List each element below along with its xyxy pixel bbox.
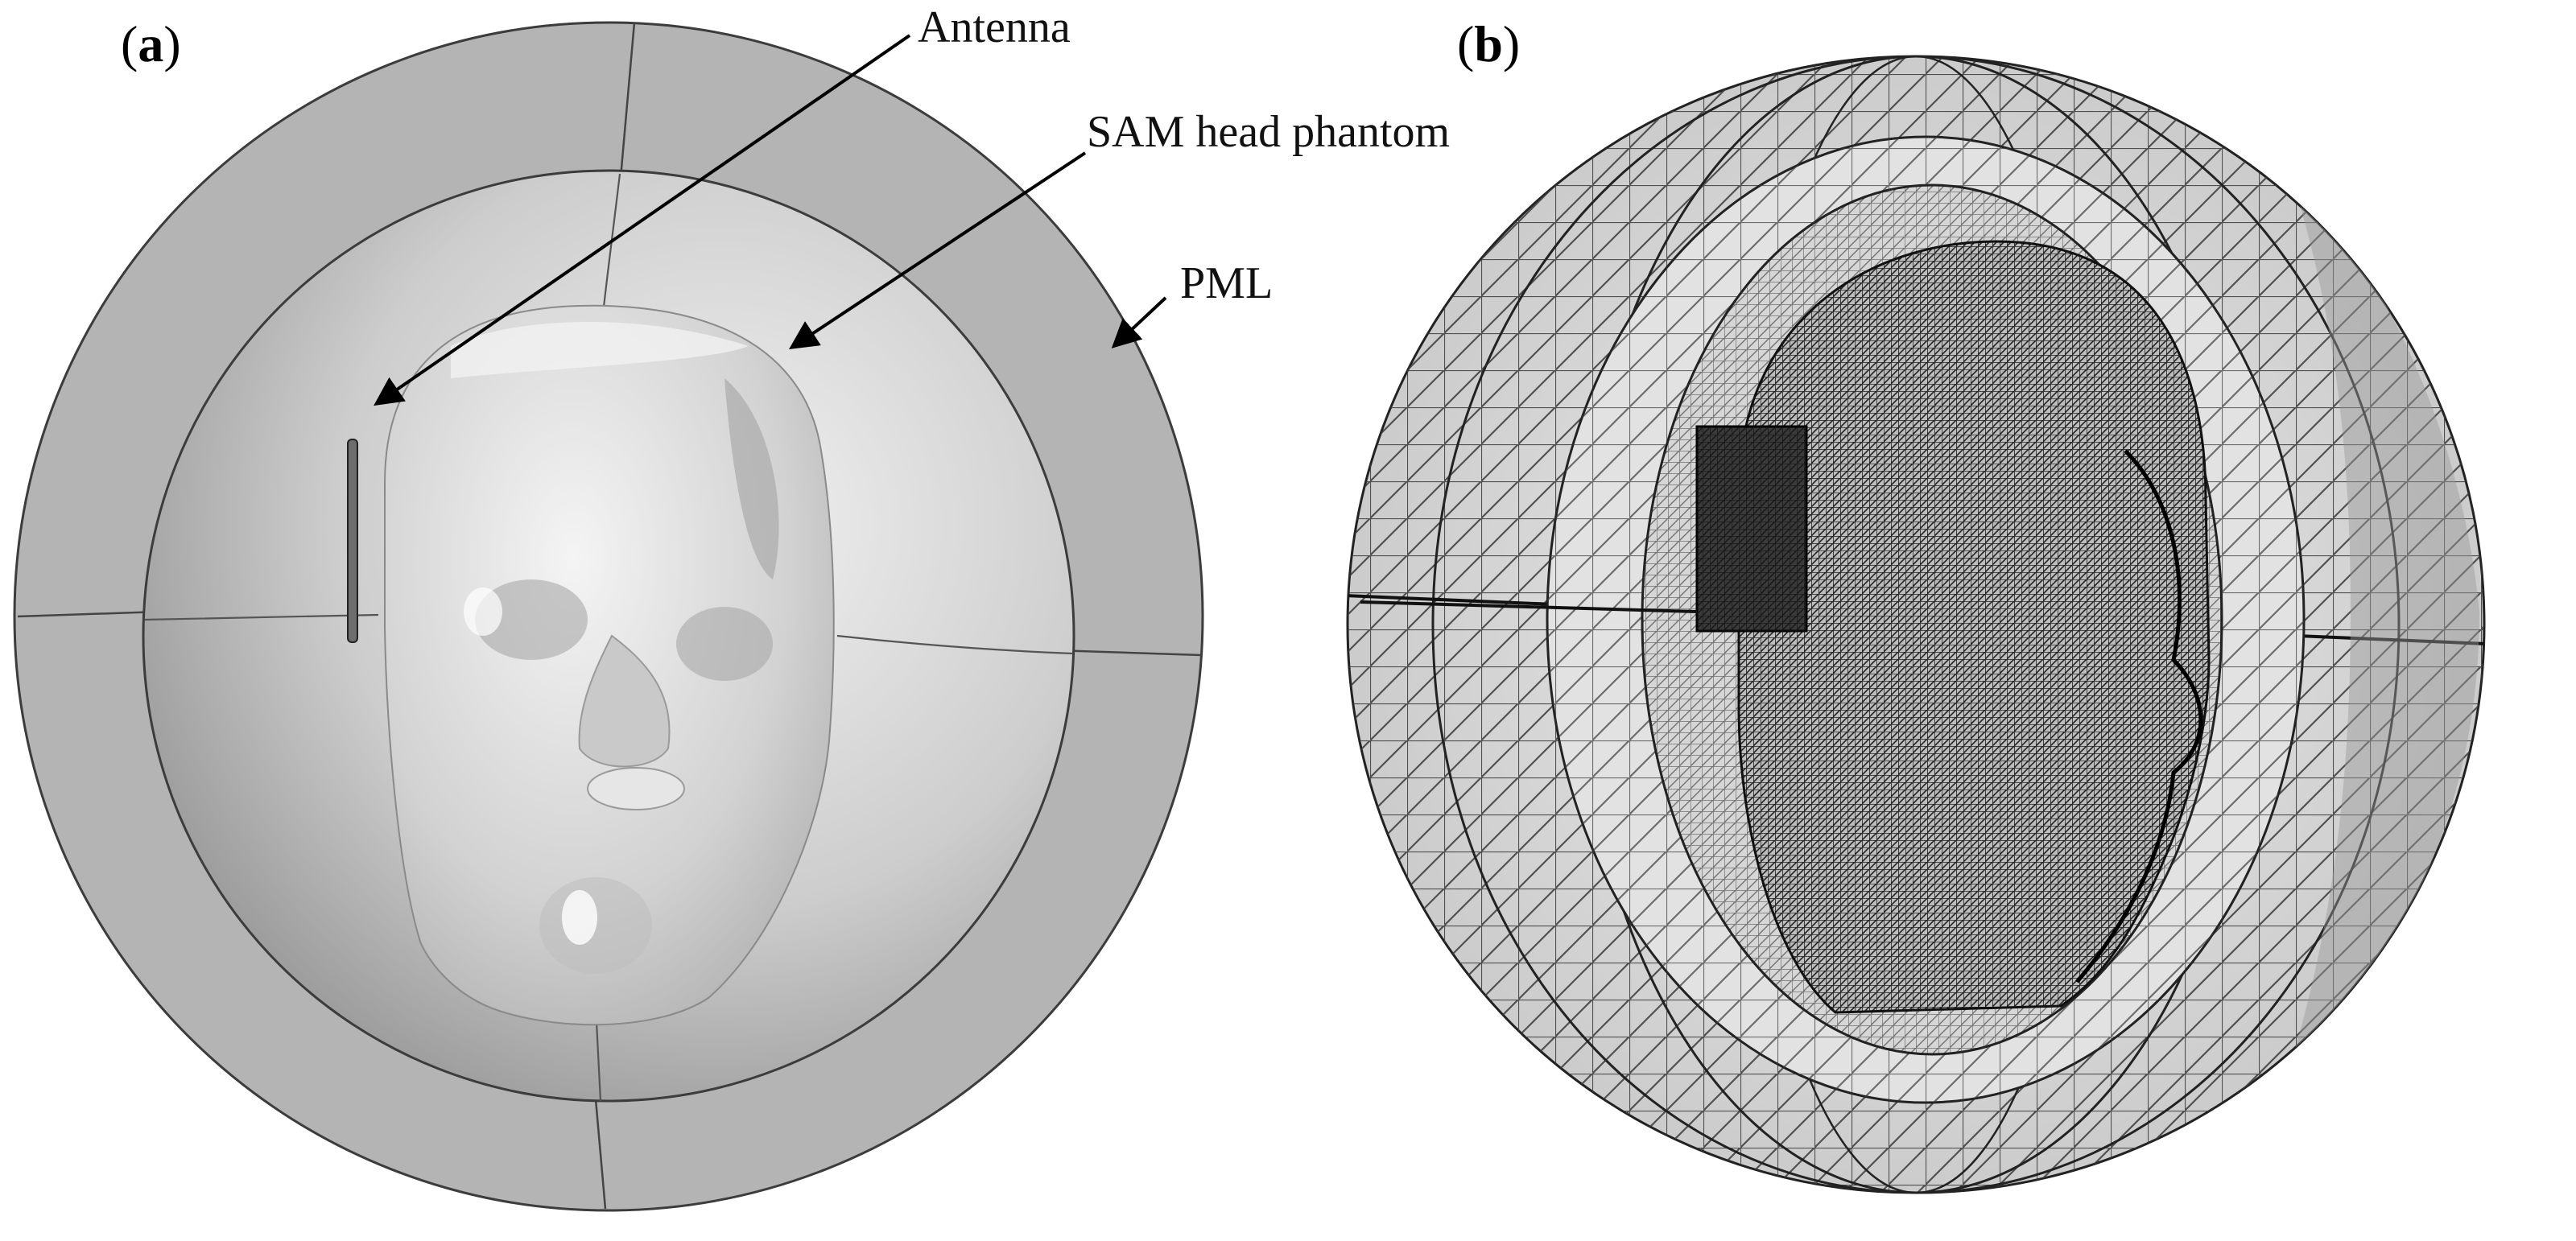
shell-seam <box>1054 649 1202 657</box>
panel-b: (b) <box>1346 15 2486 1194</box>
sam-head-phantom-label: SAM head phantom <box>1087 107 1450 157</box>
inner-seam <box>836 634 1073 655</box>
pml-label: PML <box>1180 258 1273 308</box>
antenna-label: Antenna <box>918 2 1071 52</box>
panel-a-label-letter: a <box>138 15 163 72</box>
antenna-arrow <box>374 34 911 406</box>
panel-a-label: (a) <box>121 15 181 72</box>
meshed-head-pattern <box>1739 241 2209 1012</box>
antenna-element <box>347 439 358 643</box>
head-cheek-highlight <box>562 890 597 945</box>
head-eye-socket <box>676 607 773 681</box>
panel-b-label: (b) <box>1457 15 1520 72</box>
antenna-feed-line <box>1360 600 1698 613</box>
head-crown-highlight <box>451 321 749 378</box>
panel-b-label-close: ) <box>1503 15 1520 72</box>
shell-seam <box>17 610 162 618</box>
panel-a: Antenna SAM head phantom PML (a) <box>13 2 1450 1212</box>
panel-b-label-open: ( <box>1457 15 1474 72</box>
panel-a-label-open: ( <box>121 15 138 72</box>
panel-a-label-close: ) <box>163 15 180 72</box>
head-mouth <box>587 767 685 810</box>
panel-b-label-letter: b <box>1474 15 1503 72</box>
head-forehead-shadow <box>724 378 779 579</box>
head-cheek-highlight <box>464 588 502 636</box>
head-nose <box>578 634 671 768</box>
pml-arrow <box>1111 296 1167 348</box>
head-phantom-arrow <box>788 151 1087 349</box>
antenna-patch-mesh <box>1697 427 1806 631</box>
shell-seam <box>594 1099 607 1210</box>
head-eye-socket <box>475 579 588 660</box>
shell-seam <box>618 22 636 188</box>
